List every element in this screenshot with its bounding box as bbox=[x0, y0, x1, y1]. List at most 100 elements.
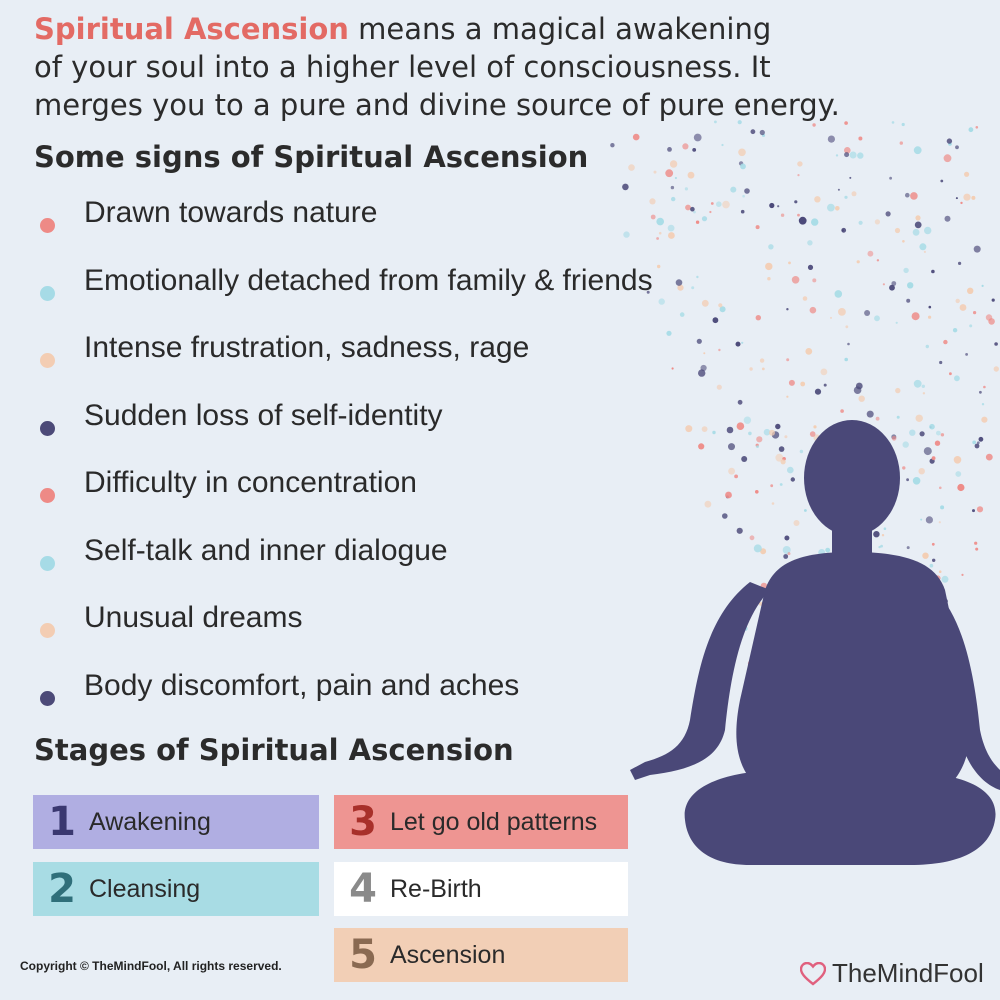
particle-dot bbox=[704, 500, 712, 508]
sign-label: Drawn towards nature bbox=[84, 196, 378, 229]
particle-dot bbox=[889, 176, 892, 180]
particle-dot bbox=[763, 428, 771, 436]
particle-dot bbox=[929, 423, 935, 430]
particle-dot bbox=[786, 358, 790, 362]
particle-dot bbox=[722, 513, 728, 519]
particle-dot bbox=[748, 431, 752, 436]
particle-dot bbox=[974, 541, 978, 545]
particle-dot bbox=[666, 330, 672, 336]
particle-dot bbox=[791, 276, 800, 284]
list-item: Unusual dreams bbox=[38, 597, 758, 665]
list-item: Emotionally detached from family & frien… bbox=[38, 260, 758, 328]
particle-dot bbox=[722, 200, 730, 209]
particle-dot bbox=[809, 431, 816, 437]
particle-dot bbox=[844, 147, 851, 154]
stage-label: Cleansing bbox=[89, 874, 201, 903]
particle-dot bbox=[914, 221, 922, 229]
particle-dot bbox=[905, 192, 910, 198]
particle-dot bbox=[943, 339, 948, 345]
stage-number: 1 bbox=[48, 799, 76, 845]
particle-dot bbox=[770, 484, 774, 488]
intro-line1: means a magical awakening bbox=[348, 12, 772, 46]
particle-dot bbox=[902, 441, 909, 448]
stage-number: 4 bbox=[349, 866, 377, 912]
particle-dot bbox=[753, 544, 762, 553]
particle-dot bbox=[749, 535, 755, 541]
particle-dot bbox=[656, 237, 659, 240]
particle-dot bbox=[969, 324, 973, 328]
particle-dot bbox=[938, 570, 942, 573]
particle-dot bbox=[740, 209, 745, 214]
particle-dot bbox=[693, 210, 696, 214]
particle-dot bbox=[837, 188, 840, 191]
particle-dot bbox=[718, 348, 721, 352]
particle-dot bbox=[827, 203, 835, 212]
stage-label: Awakening bbox=[89, 807, 211, 836]
particle-dot bbox=[910, 192, 918, 200]
particle-dot bbox=[973, 311, 977, 315]
particle-dot bbox=[709, 210, 712, 214]
particle-dot bbox=[682, 143, 689, 150]
particle-dot bbox=[891, 435, 897, 441]
particle-dot bbox=[667, 224, 675, 232]
particle-dot bbox=[857, 152, 864, 159]
particle-dot bbox=[768, 244, 774, 250]
particle-dot bbox=[923, 447, 932, 456]
stage-label: Ascension bbox=[390, 940, 506, 969]
stage-label: Let go old patterns bbox=[390, 807, 598, 836]
particle-dot bbox=[811, 218, 819, 226]
intro-text: Spiritual Ascension means a magical awak… bbox=[34, 10, 964, 124]
particle-dot bbox=[797, 174, 800, 177]
particle-dot bbox=[911, 312, 920, 321]
particle-dot bbox=[784, 535, 790, 541]
particle-dot bbox=[841, 229, 844, 232]
particle-dot bbox=[845, 325, 849, 329]
particle-dot bbox=[954, 375, 960, 382]
particle-dot bbox=[931, 269, 935, 274]
particle-dot bbox=[812, 123, 816, 127]
particle-dot bbox=[967, 287, 974, 294]
particle-dot bbox=[756, 445, 759, 448]
particle-dot bbox=[955, 197, 958, 200]
particle-dot bbox=[929, 563, 934, 568]
particle-dot bbox=[628, 164, 635, 171]
brand-name: TheMindFool bbox=[832, 958, 984, 988]
particle-dot bbox=[623, 231, 630, 238]
particle-dot bbox=[807, 240, 813, 246]
particle-dot bbox=[788, 379, 795, 386]
particle-dot bbox=[675, 279, 683, 286]
particle-dot bbox=[830, 316, 832, 319]
particle-dot bbox=[981, 416, 988, 423]
particle-dot bbox=[741, 341, 744, 344]
sign-label: Difficulty in concentration bbox=[84, 466, 417, 499]
particle-dot bbox=[728, 443, 735, 451]
particle-dot bbox=[849, 176, 852, 179]
particle-dot bbox=[882, 283, 885, 286]
particle-dot bbox=[928, 315, 932, 319]
particle-dot bbox=[814, 388, 822, 395]
particle-dot bbox=[979, 390, 982, 394]
particle-dot bbox=[812, 278, 817, 283]
particle-dot bbox=[835, 154, 839, 157]
particle-dot bbox=[610, 143, 615, 148]
particle-dot bbox=[701, 426, 708, 432]
particle-dot bbox=[687, 171, 695, 179]
particle-dot bbox=[867, 250, 874, 257]
particle-dot bbox=[646, 290, 650, 294]
particle-dot bbox=[972, 509, 975, 513]
particle-dot bbox=[778, 446, 785, 452]
particle-dot bbox=[736, 527, 743, 534]
bullet-dot bbox=[40, 420, 55, 436]
meditation-figure-illustration bbox=[610, 120, 1000, 865]
particle-dot bbox=[955, 471, 962, 477]
particle-dot bbox=[925, 516, 933, 524]
stage-box-2: 2 Cleansing bbox=[33, 862, 319, 916]
particle-dot bbox=[698, 443, 705, 450]
sign-label: Sudden loss of self-identity bbox=[84, 398, 443, 432]
particle-dot bbox=[814, 196, 821, 203]
particle-dot bbox=[902, 240, 905, 243]
particle-dot bbox=[797, 161, 803, 167]
particle-dot bbox=[759, 129, 765, 136]
particle-dot bbox=[782, 546, 791, 554]
particle-dot bbox=[769, 202, 775, 209]
